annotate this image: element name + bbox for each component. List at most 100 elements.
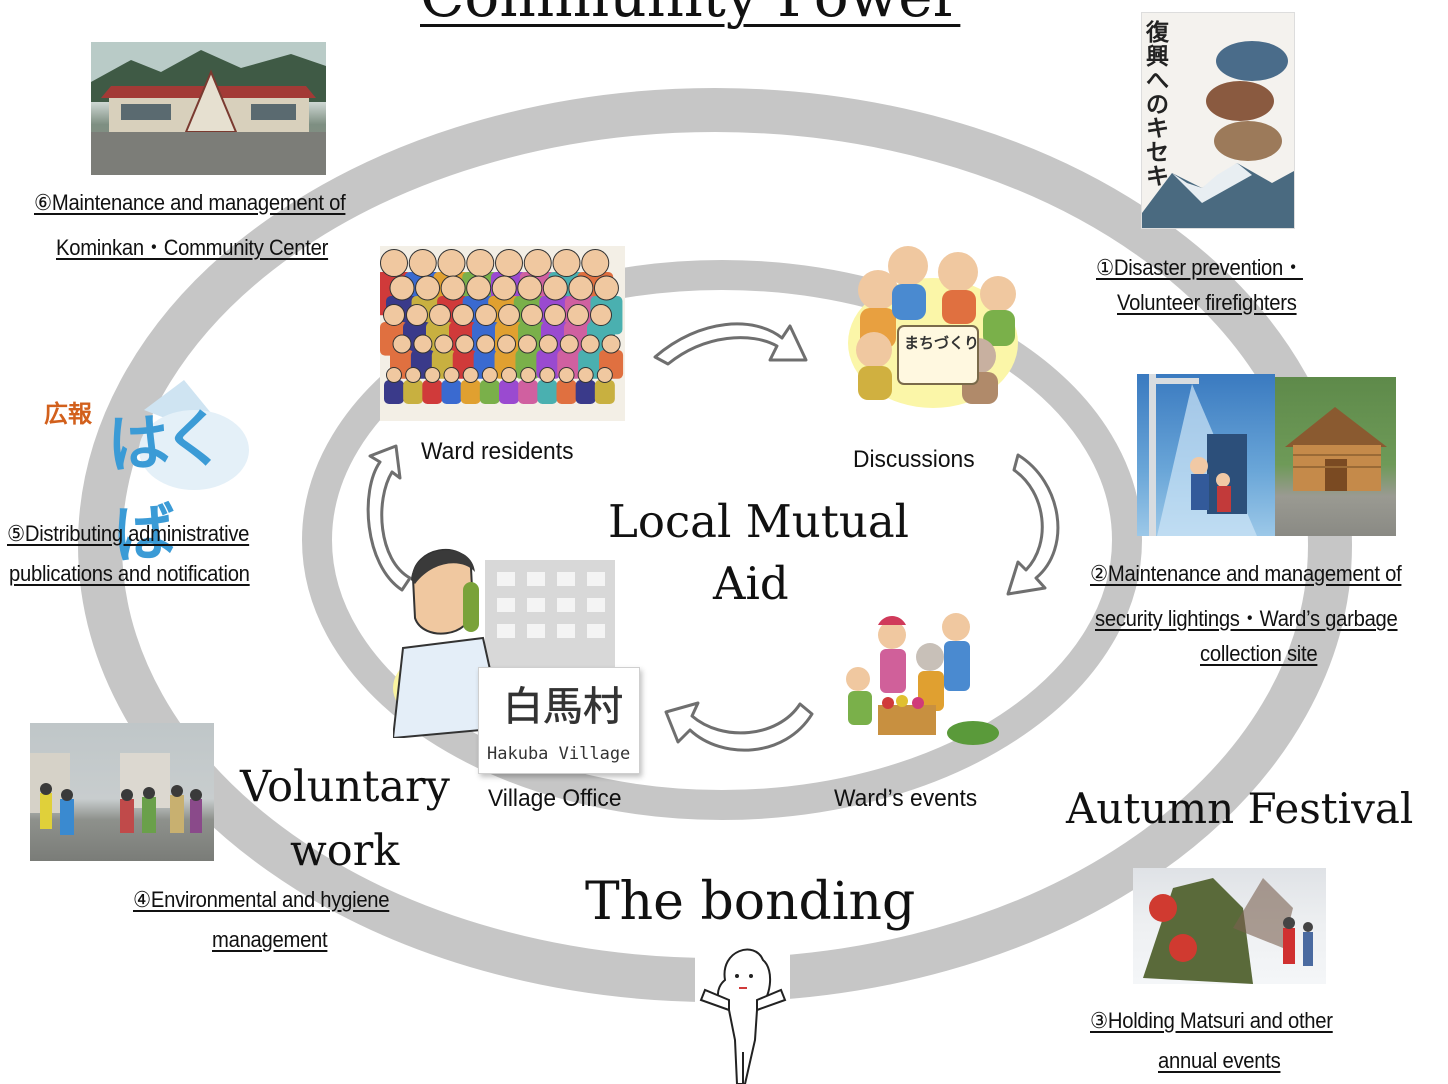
wards-events-illustration [838, 605, 1003, 750]
village-office-label: Village Office [488, 785, 622, 812]
village-sign-roman: Hakuba Village [487, 744, 631, 764]
bonding-label: The bonding [585, 872, 916, 932]
crowd-person-head [389, 275, 415, 301]
crowd-person-head [521, 304, 543, 326]
crowd-person-head [440, 275, 466, 301]
center-label-line1: Local Mutual [608, 495, 910, 548]
inner-ring [302, 260, 1142, 820]
crowd-person-head [568, 275, 594, 301]
crowd-person-body [441, 380, 462, 404]
crowd-person-head [455, 334, 475, 354]
crowd-person-head [601, 334, 621, 354]
crowd-person-head [462, 367, 479, 383]
crowd-person-head [538, 334, 558, 354]
activity-1-line1: ①Disaster prevention・ [1096, 255, 1303, 280]
crowd-person-head [593, 275, 619, 301]
crowd-person-head [596, 367, 613, 383]
matsuri-photo [1133, 868, 1326, 984]
crowd-person-head [380, 249, 408, 277]
crowd-person-head [581, 249, 610, 277]
activity-1-line2: Volunteer firefighters [1117, 290, 1297, 315]
crowd-person-head [567, 304, 589, 326]
activity-5-line2: publications and notification [9, 561, 250, 586]
crowd-person-body [403, 380, 424, 404]
crowd-person-head [475, 304, 497, 326]
voluntary-label-line2: work [290, 826, 400, 876]
crowd-person-body [556, 380, 577, 404]
crowd-person-head [452, 304, 474, 326]
crowd-person-head [520, 367, 537, 383]
crowd-person-body [499, 380, 519, 404]
crowd-person-head [413, 334, 433, 354]
voluntary-label-line1: Voluntary [240, 762, 450, 812]
activity-6-line2: Kominkan・Community Center [56, 235, 329, 260]
crowd-person-head [466, 275, 492, 301]
crowd-person-head [501, 367, 517, 383]
crowd-person-body [518, 380, 539, 404]
garbage-hut-photo [1275, 377, 1396, 536]
village-sign-kanji: 白馬村 [503, 684, 624, 731]
autumn-festival-label: Autumn Festival [1066, 784, 1414, 833]
hakuba-village-sign: 白馬村 Hakuba Village [478, 667, 640, 774]
pr-hakuba-logo: 広報 はくば [44, 380, 254, 572]
voluntary-work-photo [30, 723, 214, 861]
crowd-person-head [542, 275, 568, 301]
activity-3-line1: ③Holding Matsuri and other [1090, 1008, 1333, 1033]
pr-logo-small: 広報 [44, 399, 92, 428]
arrow-bottom [664, 701, 814, 752]
book-title: 復興へのキセキ [1146, 19, 1169, 190]
crowd-person-head [539, 367, 556, 383]
crowd-person-head [476, 334, 496, 354]
crowd-person-head [405, 367, 422, 383]
crowd-person-head [558, 367, 575, 383]
village-office-illustration [393, 538, 623, 738]
arrow-top [653, 322, 808, 366]
arrow-left [366, 444, 412, 592]
crowd-person-head [424, 367, 441, 383]
crowd-person-head [383, 304, 405, 326]
crowd-person-head [392, 334, 412, 354]
discussions-label: Discussions [853, 446, 975, 473]
crowd-person-head [497, 334, 517, 354]
discussions-illustration: まちづくり [838, 238, 1023, 413]
crowd-person-head [491, 275, 517, 301]
crowd-person-head [481, 367, 498, 383]
activity-6-line1: ⑥Maintenance and management of [34, 190, 346, 215]
crowd-person-head [559, 334, 579, 354]
crowd-person-head [434, 334, 454, 354]
activity-5-line1: ⑤Distributing administrative [7, 521, 250, 546]
crowd-person-head [415, 275, 441, 301]
crowd-person-head [386, 367, 402, 383]
crowd-person-head [544, 304, 566, 326]
crowd-person-head [590, 304, 612, 326]
activity-2-line3: collection site [1200, 641, 1318, 666]
crowd-person-head [437, 249, 466, 277]
crowd-person-body [537, 380, 558, 404]
crowd-person-head [429, 304, 451, 326]
crowd-person-head [517, 334, 537, 354]
kominkan-photo [91, 42, 326, 175]
crowd-person-head [523, 249, 552, 277]
crowd-person-head [408, 249, 437, 277]
activity-3-line2: annual events [1158, 1048, 1281, 1073]
crowd-person-body [460, 380, 481, 404]
arrow-right [1006, 453, 1060, 596]
activity-2-line2: security lightings・Ward’s garbage [1095, 606, 1398, 631]
crowd-person-head [498, 304, 520, 326]
security-light-illustration [1137, 374, 1275, 536]
crowd-person-head [552, 249, 581, 277]
crowd-person-head [580, 334, 600, 354]
ward-residents-illustration [380, 246, 625, 421]
center-label-line2: Aid [713, 557, 789, 610]
crowd-person-head [517, 275, 543, 301]
crowd-person-body [594, 380, 615, 404]
crowd-person-body [575, 380, 596, 404]
activity-4-line1: ④Environmental and hygiene [133, 887, 390, 912]
discussion-sign: まちづくり [904, 335, 980, 352]
crowd-person-body [384, 380, 404, 404]
mascot-illustration [695, 940, 790, 1084]
crowd-person-head [577, 367, 594, 383]
crowd-person-head [495, 249, 523, 277]
crowd-person-head [406, 304, 428, 326]
page-title: Community Power [420, 0, 960, 30]
